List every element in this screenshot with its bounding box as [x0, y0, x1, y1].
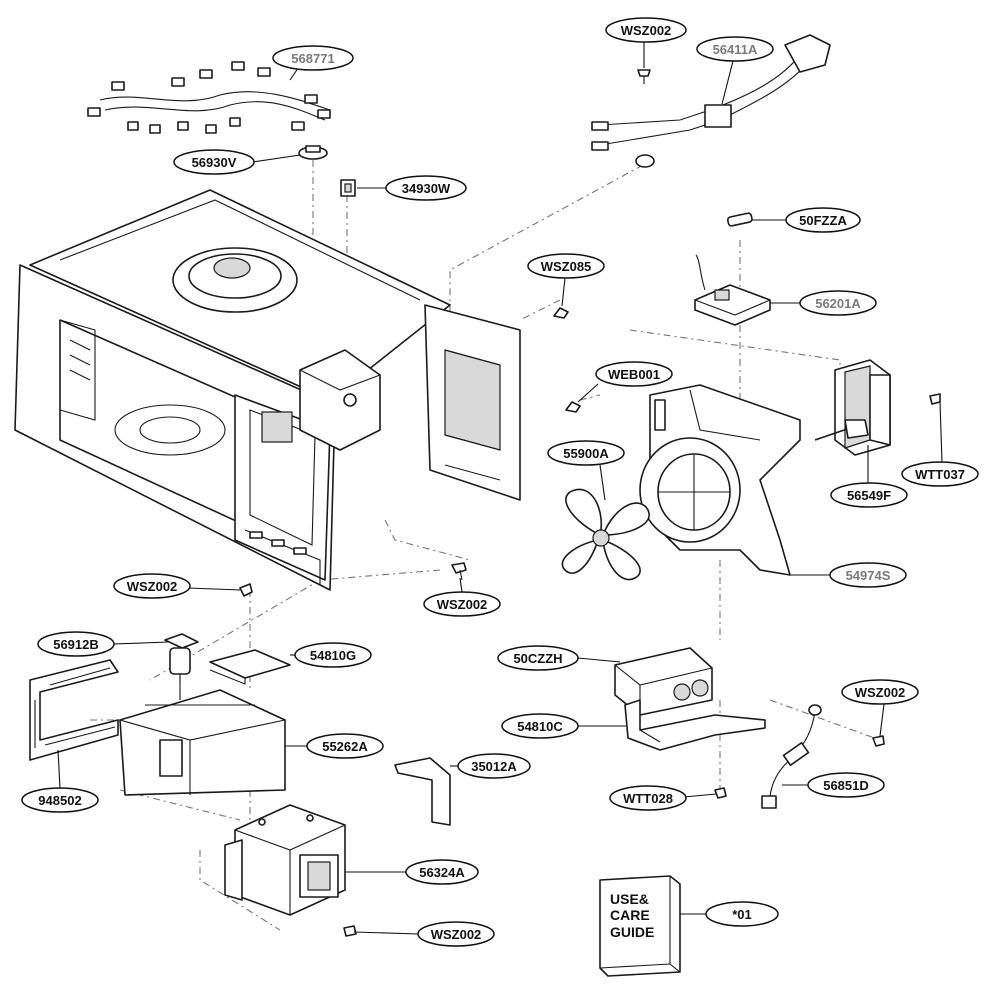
svg-text:55262A: 55262A [322, 739, 368, 754]
svg-text:*01: *01 [732, 907, 752, 922]
screw-cap-part [714, 787, 727, 799]
svg-text:WSZ002: WSZ002 [127, 579, 178, 594]
leader-lines [57, 42, 943, 935]
svg-text:55900A: 55900A [563, 446, 609, 461]
pcb-part [694, 254, 771, 326]
screw-motor-part [929, 393, 941, 405]
label-magnetron: 56324A [405, 859, 479, 885]
svg-text:WSZ002: WSZ002 [621, 23, 672, 38]
support-part [164, 633, 199, 700]
svg-text:56912B: 56912B [53, 637, 99, 652]
svg-text:WTT037: WTT037 [915, 467, 965, 482]
svg-text:USE&: USE& [610, 891, 649, 907]
label-wire-harness: 568771 [272, 45, 354, 71]
screw-right-part [872, 735, 885, 747]
label-screw-right: WSZ002 [841, 679, 919, 705]
screw-mid-part [553, 307, 569, 319]
label-cover: 54810G [294, 642, 372, 668]
cap-bracket-part [624, 699, 766, 751]
label-screw-bottom: WSZ002 [417, 921, 495, 947]
svg-text:54810C: 54810C [517, 719, 563, 734]
wire-harness-part [87, 61, 331, 134]
label-fan-blade: 55900A [547, 440, 625, 466]
svg-text:WSZ002: WSZ002 [437, 597, 488, 612]
svg-text:GUIDE: GUIDE [610, 924, 654, 940]
svg-text:34930W: 34930W [402, 181, 451, 196]
svg-text:56201A: 56201A [815, 296, 861, 311]
transformer-part [119, 689, 286, 796]
label-fan-motor: 56549F [830, 482, 908, 508]
label-pcb: 56201A [799, 290, 877, 316]
bracket-part [394, 757, 451, 826]
power-cord-part [591, 34, 831, 168]
svg-text:35012A: 35012A [471, 759, 517, 774]
svg-text:WSZ085: WSZ085 [541, 259, 592, 274]
svg-text:CARE: CARE [610, 907, 650, 923]
label-screw-cap: WTT028 [609, 785, 687, 811]
svg-text:948502: 948502 [38, 793, 81, 808]
care-guide-text: USE& CARE GUIDE [610, 891, 654, 940]
cover-part [209, 649, 291, 685]
svg-text:568771: 568771 [291, 51, 334, 66]
label-power-cord: 56411A [696, 36, 774, 62]
chassis-part [14, 189, 521, 591]
label-screw-top: WSZ002 [605, 17, 687, 43]
label-fuse: 50FZZA [785, 207, 861, 233]
svg-text:56411A: 56411A [713, 42, 758, 57]
label-diode: 56851D [807, 772, 885, 798]
svg-text:50FZZA: 50FZZA [799, 213, 847, 228]
screw-center-part [451, 562, 467, 581]
label-screw-mid: WSZ085 [527, 253, 605, 279]
gasket-part [29, 659, 119, 761]
label-cap-bracket: 54810C [501, 713, 579, 739]
label-screw-left: WSZ002 [113, 573, 191, 599]
svg-text:WTT028: WTT028 [623, 791, 673, 806]
screw-bottom-part [343, 925, 357, 937]
label-bracket: 35012A [457, 753, 531, 779]
svg-text:WEB001: WEB001 [608, 367, 660, 382]
screw-top-part [637, 69, 651, 84]
thermal-fuse-part [298, 145, 328, 160]
svg-text:WSZ002: WSZ002 [855, 685, 906, 700]
magnetron-part [224, 804, 346, 916]
switch-part [340, 179, 356, 197]
diode-part [761, 704, 822, 809]
label-screw-motor: WTT037 [901, 461, 979, 487]
care-guide-part [599, 875, 681, 977]
label-transformer: 55262A [306, 733, 384, 759]
svg-text:54810G: 54810G [310, 648, 356, 663]
svg-text:56851D: 56851D [823, 778, 869, 793]
svg-text:54974S: 54974S [846, 568, 891, 583]
svg-text:50CZZH: 50CZZH [513, 651, 562, 666]
svg-text:56324A: 56324A [419, 865, 465, 880]
label-support: 56912B [37, 631, 115, 657]
label-fan-bracket: 54974S [829, 562, 907, 588]
fan-bracket-part [639, 384, 801, 576]
fuse-part [726, 212, 753, 227]
screw-left-part [239, 583, 253, 597]
label-switch: 34930W [385, 175, 467, 201]
label-screw-center: WSZ002 [423, 591, 501, 617]
fan-blade-part [561, 488, 650, 581]
fan-motor-part [814, 359, 891, 456]
label-capacitor: 50CZZH [497, 645, 579, 671]
label-gasket: 948502 [21, 787, 99, 813]
label-guide-ref: *01 [705, 901, 779, 927]
capacitor-part [614, 647, 713, 716]
screw-web-part [565, 401, 581, 413]
svg-text:56549F: 56549F [847, 488, 891, 503]
svg-text:WSZ002: WSZ002 [431, 927, 482, 942]
svg-text:56930V: 56930V [192, 155, 237, 170]
label-thermal-fuse: 56930V [173, 149, 255, 175]
label-screw-web: WEB001 [595, 361, 673, 387]
